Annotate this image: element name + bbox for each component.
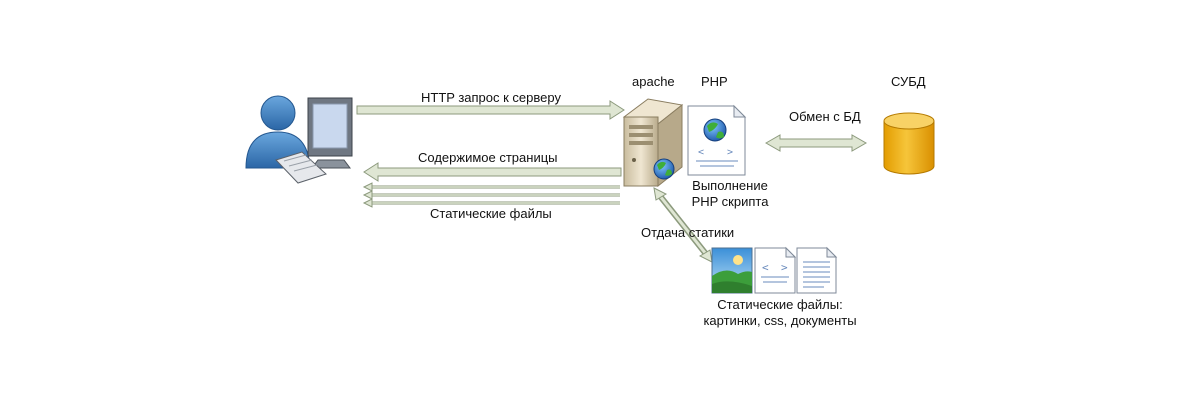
php-label: PHP xyxy=(701,74,728,89)
dbms-label: СУБД xyxy=(891,74,926,89)
static-files-caption: Статические файлы: картинки, css, докуме… xyxy=(692,297,868,329)
php-document-icon: < > xyxy=(687,104,747,176)
static-files-label: Статические файлы xyxy=(430,206,552,221)
db-exchange-arrow xyxy=(764,134,868,152)
globe-icon xyxy=(653,158,675,180)
image-file-icon xyxy=(711,247,753,294)
svg-text:>: > xyxy=(727,147,733,158)
static-delivery-arrow xyxy=(653,187,713,263)
code-file-icon: < > xyxy=(754,246,797,294)
page-content-label: Содержимое страницы xyxy=(418,150,558,165)
php-exec-label: Выполнение PHP скрипта xyxy=(680,178,780,210)
static-files-caption-line-1: Статические файлы: xyxy=(717,297,843,312)
computer-icon xyxy=(275,97,353,184)
static-delivery-label: Отдача статики xyxy=(641,225,735,240)
svg-text:>: > xyxy=(781,261,788,274)
db-exchange-label: Обмен с БД xyxy=(789,109,861,124)
text-document-icon xyxy=(796,246,838,294)
static-files-caption-line-2: картинки, css, документы xyxy=(703,313,857,328)
svg-text:<: < xyxy=(762,261,769,274)
apache-label: apache xyxy=(632,74,675,89)
page-content-arrow xyxy=(363,162,622,182)
php-exec-line-2: PHP скрипта xyxy=(691,194,769,209)
server-icon xyxy=(622,98,684,188)
http-request-arrow xyxy=(356,100,625,120)
http-request-label: HTTP запрос к серверу xyxy=(421,90,561,105)
database-icon xyxy=(883,112,935,175)
svg-text:<: < xyxy=(698,147,704,158)
php-exec-line-1: Выполнение xyxy=(692,178,768,193)
static-files-arrows xyxy=(362,182,620,208)
